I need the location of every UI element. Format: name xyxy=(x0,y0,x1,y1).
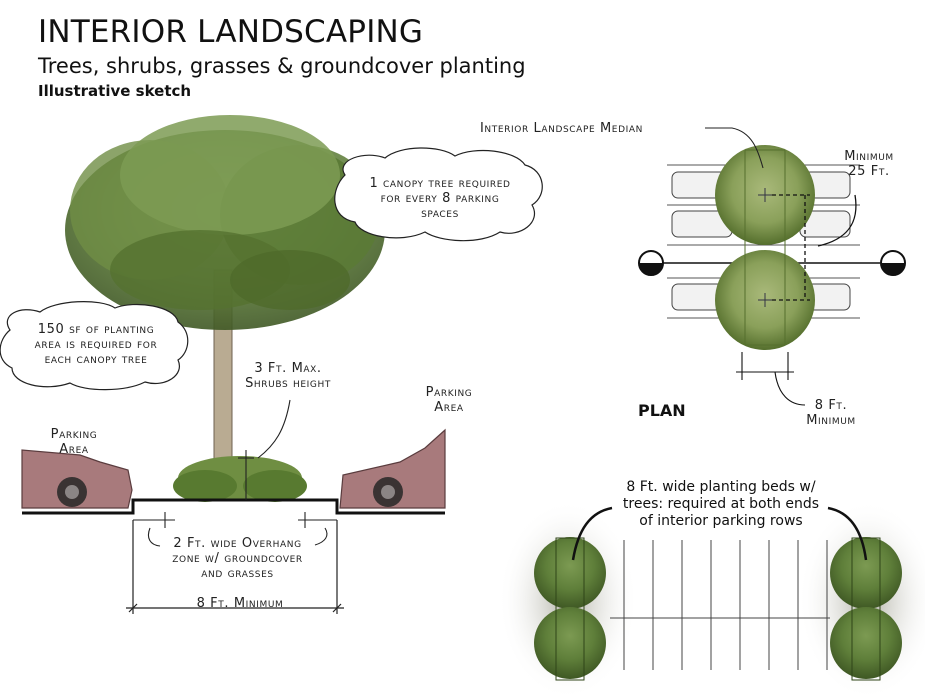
parked-car-right xyxy=(339,428,446,509)
planting-bubble-shape xyxy=(0,301,189,391)
parking-right-line-2: Area xyxy=(434,400,464,415)
bed-tree-top-left xyxy=(534,537,606,609)
beds-note-line-2: trees: required at both ends xyxy=(622,496,820,512)
bed-note-leaders xyxy=(571,506,868,561)
canopy-note-line-1: 1 canopy tree required xyxy=(369,176,511,191)
plan-width-line-2: Minimum xyxy=(806,413,856,428)
shrub-label-line-1: 3 Ft. Max. xyxy=(254,361,322,376)
median-label: Interior Landscape Median xyxy=(480,121,643,136)
section-cut-markers xyxy=(638,250,906,276)
bed-tree-bottom-left xyxy=(534,607,606,679)
page-title: INTERIOR LANDSCAPING xyxy=(38,14,424,50)
beds-note-line-3: of interior parking rows xyxy=(639,513,803,529)
planting-beds-note: 8 Ft. wide planting beds w/ trees: requi… xyxy=(606,479,836,530)
plan-minimum-line-2: 25 Ft. xyxy=(848,164,890,179)
plan-minimum-line-1: Minimum xyxy=(844,149,894,164)
canopy-tree-illustration xyxy=(65,115,385,471)
planting-note-line-3: each canopy tree xyxy=(44,352,148,367)
shrub-height-leader xyxy=(238,399,291,500)
section-drawing xyxy=(0,115,543,614)
shrub-label-line-2: Shrubs height xyxy=(245,376,331,391)
median-label-leader xyxy=(705,127,764,169)
planting-note-line-1: 150 sf of planting xyxy=(37,322,155,337)
canopy-requirement-note: 1 canopy tree required for every 8 parki… xyxy=(345,176,535,221)
plan-width-label: 8 Ft. Minimum xyxy=(796,398,866,428)
parking-left-line-2: Area xyxy=(59,442,89,457)
beds-note-line-1: 8 Ft. wide planting beds w/ xyxy=(626,479,816,495)
sketch-label: Illustrative sketch xyxy=(38,82,192,100)
plan-drawing xyxy=(638,127,906,406)
parking-right-line-1: Parking xyxy=(425,385,473,400)
overhang-line-1: 2 Ft. wide Overhang xyxy=(173,536,302,551)
parked-car-left xyxy=(21,449,133,509)
overhang-line-3: and grasses xyxy=(201,566,274,581)
bed-tree-bottom-right xyxy=(830,607,902,679)
plan-8ft-dimension xyxy=(736,352,806,406)
overhang-zone-label: 2 Ft. wide Overhang zone w/ groundcover … xyxy=(145,536,330,581)
plan-minimum-label: Minimum 25 Ft. xyxy=(826,149,912,179)
shrub-height-label: 3 Ft. Max. Shrubs height xyxy=(228,361,348,391)
canopy-note-line-3: spaces xyxy=(421,206,459,221)
overhang-dimension xyxy=(133,512,337,547)
parking-left-line-1: Parking xyxy=(50,427,98,442)
plan-label: PLAN xyxy=(638,401,686,420)
plan-25ft-dimension xyxy=(772,194,857,301)
planting-area-note: 150 sf of planting area is required for … xyxy=(4,322,188,367)
canopy-bubble-shape xyxy=(334,147,543,242)
parking-area-right-label: Parking Area xyxy=(411,385,487,415)
bed-tree-top-right xyxy=(830,537,902,609)
shrub-illustration xyxy=(173,456,307,502)
section-width-label: 8 Ft. Minimum xyxy=(196,596,284,611)
plan-median-trees xyxy=(715,145,815,350)
beds-drawing xyxy=(498,500,925,698)
width-dimension xyxy=(126,520,344,614)
planting-note-line-2: area is required for xyxy=(34,337,158,352)
parking-area-left-label: Parking Area xyxy=(36,427,112,457)
canopy-note-line-2: for every 8 parking xyxy=(380,191,500,206)
page-subtitle: Trees, shrubs, grasses & groundcover pla… xyxy=(38,54,526,78)
overhang-line-2: zone w/ groundcover xyxy=(172,551,303,566)
ground-line xyxy=(22,498,445,515)
plan-width-line-1: 8 Ft. xyxy=(814,398,848,413)
